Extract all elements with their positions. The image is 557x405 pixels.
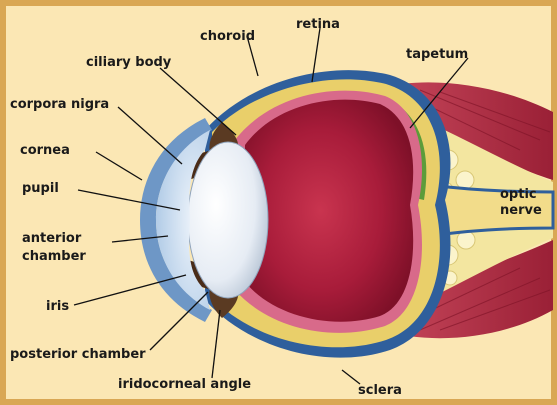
label-optic-nerve-line1: optic <box>500 187 537 202</box>
label-sclera: sclera <box>358 383 402 398</box>
label-choroid: choroid <box>200 29 255 44</box>
vitreous-body <box>245 100 413 322</box>
lens <box>188 142 268 298</box>
label-tapetum: tapetum <box>406 47 468 62</box>
label-iris: iris <box>46 299 69 314</box>
label-anterior-chamber-line1: anterior <box>22 231 82 246</box>
label-optic-nerve-line2: nerve <box>500 203 542 218</box>
label-retina: retina <box>296 17 340 32</box>
label-cornea: cornea <box>20 143 70 158</box>
label-anterior-chamber-line2: chamber <box>22 249 86 264</box>
label-corpora-nigra: corpora nigra <box>10 97 109 112</box>
label-posterior-chamber: posterior chamber <box>10 347 146 362</box>
label-ciliary-body: ciliary body <box>86 55 172 70</box>
label-pupil: pupil <box>22 181 59 196</box>
label-iridocorneal-angle: iridocorneal angle <box>118 377 251 392</box>
